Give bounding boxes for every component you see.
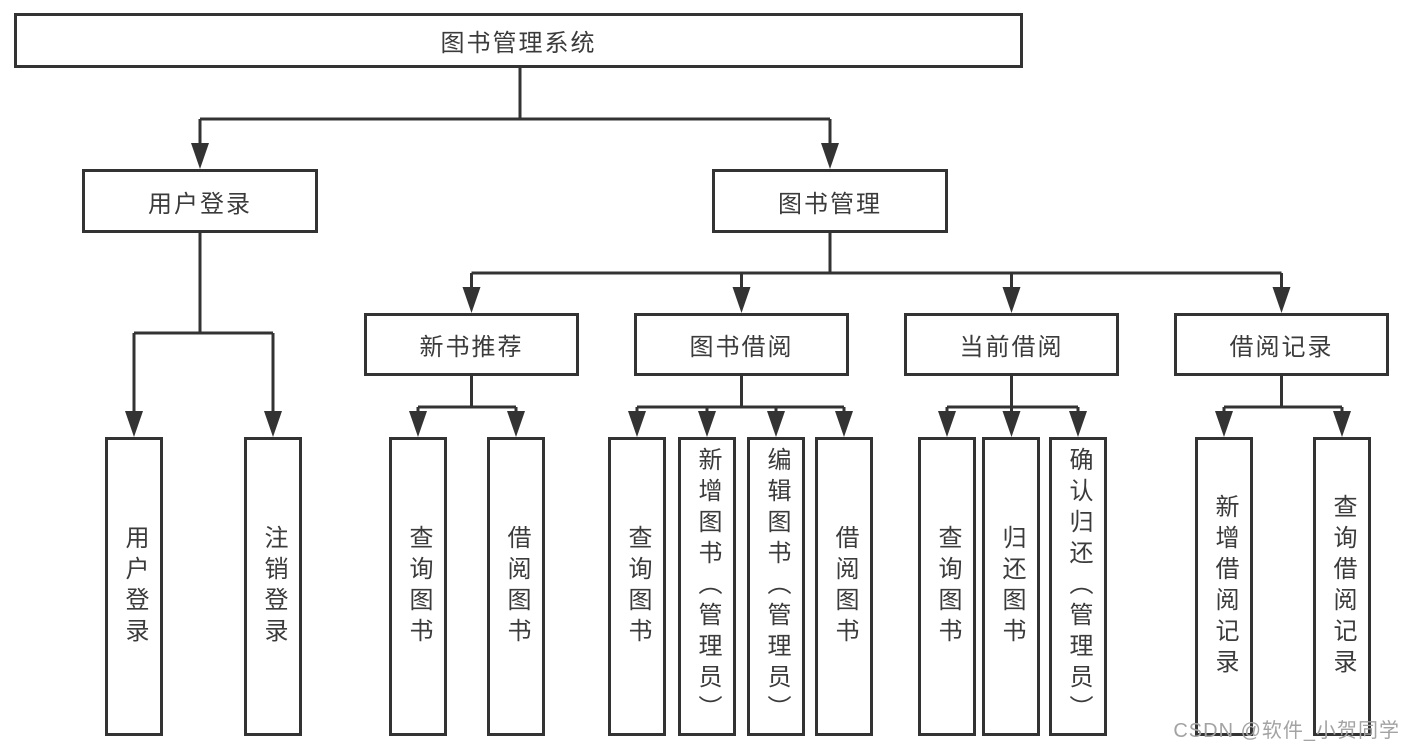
node-leaf-record-query: 查询借阅记录: [1313, 437, 1371, 736]
node-leaf-borrow-add-books: 新增图书（管理员）: [678, 437, 736, 736]
node-leaf-logout: 注销登录: [244, 437, 302, 736]
node-book-management: 图书管理: [712, 169, 948, 233]
node-leaf-rec-borrow-books: 借阅图书: [487, 437, 545, 736]
node-leaf-rec-query-books: 查询图书: [389, 437, 447, 736]
node-leaf-current-query-books: 查询图书: [918, 437, 976, 736]
node-current-borrow: 当前借阅: [904, 313, 1119, 376]
node-leaf-borrow-borrow-books: 借阅图书: [815, 437, 873, 736]
node-new-book-recommend: 新书推荐: [364, 313, 579, 376]
node-borrow-records: 借阅记录: [1174, 313, 1389, 376]
node-leaf-borrow-query-books: 查询图书: [608, 437, 666, 736]
node-leaf-user-login: 用户登录: [105, 437, 163, 736]
node-leaf-record-add: 新增借阅记录: [1195, 437, 1253, 736]
node-book-borrow: 图书借阅: [634, 313, 849, 376]
node-leaf-borrow-edit-books: 编辑图书（管理员）: [747, 437, 805, 736]
node-leaf-current-return-books: 归还图书: [982, 437, 1040, 736]
node-root-title: 图书管理系统: [14, 13, 1023, 68]
arrowheads: [125, 143, 1351, 437]
csdn-watermark: CSDN @软件_小贺同学: [1173, 720, 1400, 742]
node-user-login: 用户登录: [82, 169, 318, 233]
node-leaf-current-confirm-return: 确认归还（管理员）: [1049, 437, 1107, 736]
